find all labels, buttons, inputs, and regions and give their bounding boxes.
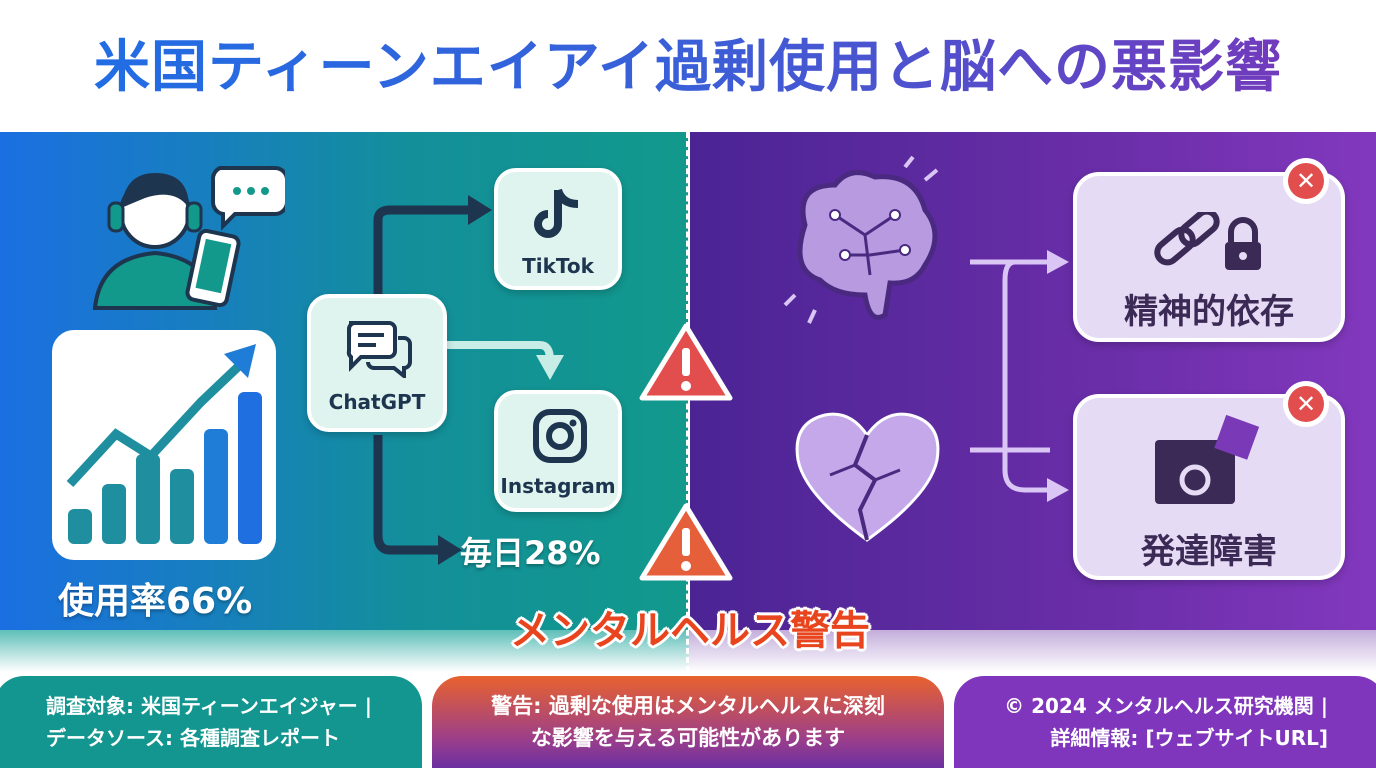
warning-icon xyxy=(639,323,733,401)
credit-line: © 2024 メンタルヘルス研究機関 | xyxy=(1004,694,1328,718)
tiktok-label: TikTok xyxy=(522,254,594,278)
tiktok-icon xyxy=(534,188,579,238)
broken-heart-icon xyxy=(795,412,940,542)
growth-chart-icon xyxy=(66,344,262,544)
effect-label: 発達障害 xyxy=(1141,532,1277,572)
flow-arrows xyxy=(373,195,564,565)
teen-with-phone-icon xyxy=(92,166,285,310)
growth-chart-card xyxy=(52,330,276,560)
page-title: 米国ティーンエイアイ過剰使用と脳への悪影響 xyxy=(0,22,1376,103)
warning-line: 警告: 過剰な使用はメンタルヘルスに深刻 xyxy=(491,694,885,718)
chain-lock-icon xyxy=(1154,212,1261,270)
brain-icon xyxy=(783,155,939,324)
instagram-card[interactable]: Instagram xyxy=(494,390,622,512)
x-circle-icon: ✕ xyxy=(1283,381,1329,427)
effect-label: 精神的依存 xyxy=(1124,292,1294,332)
footer-credit: © 2024 メンタルヘルス研究機関 | 詳細情報: [ウェブサイトURL] xyxy=(950,672,1376,768)
chatgpt-card: ChatGPT xyxy=(307,294,447,432)
divider xyxy=(686,132,689,672)
tiktok-card[interactable]: TikTok xyxy=(494,168,622,290)
source-line: 調査対象: 米国ティーンエイジャー | xyxy=(46,694,373,718)
chatgpt-label: ChatGPT xyxy=(328,390,426,414)
mental-health-warning: メンタルヘルス警告 xyxy=(510,608,870,654)
chat-bubbles-icon xyxy=(346,321,412,378)
x-circle-icon: ✕ xyxy=(1283,158,1329,204)
footer-source: 調査対象: 米国ティーンエイジャー | データソース: 各種調査レポート xyxy=(0,672,426,768)
usage-rate: 使用率66% xyxy=(58,581,253,622)
credit-line[interactable]: 詳細情報: [ウェブサイトURL] xyxy=(1050,726,1328,750)
puzzle-icon xyxy=(1155,414,1260,504)
instagram-label: Instagram xyxy=(500,474,616,498)
effect-arrows xyxy=(970,250,1069,502)
warning-line: な影響を与える可能性があります xyxy=(530,726,846,750)
warning-icon xyxy=(639,503,733,581)
footer-warning: 警告: 過剰な使用はメンタルヘルスに深刻 な影響を与える可能性があります xyxy=(428,672,948,768)
daily-rate: 毎日28% xyxy=(460,534,601,572)
source-line: データソース: 各種調査レポート xyxy=(46,726,340,750)
instagram-icon xyxy=(533,409,587,463)
